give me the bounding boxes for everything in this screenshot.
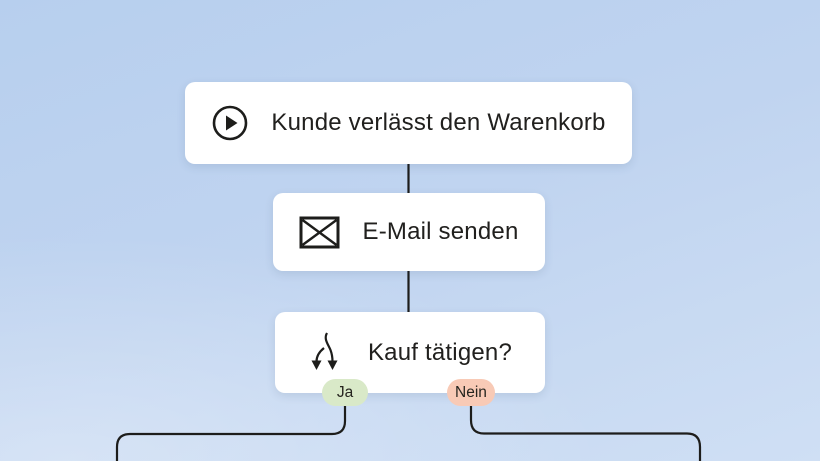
node-label: Kauf tätigen? [367, 338, 513, 366]
play-circle-icon [211, 104, 249, 142]
branch-badge-yes-label: Ja [336, 383, 354, 401]
branch-split-icon [308, 331, 346, 375]
envelope-icon [299, 216, 340, 249]
branch-badge-yes: Ja [322, 379, 368, 406]
node-action-send-email[interactable]: E-Mail senden [273, 193, 545, 271]
node-trigger-cart-abandoned[interactable]: Kunde verlässt den Warenkorb [185, 82, 632, 164]
connector-branch-yes [115, 404, 347, 461]
branch-badge-no-label: Nein [455, 383, 487, 401]
node-label: E-Mail senden [362, 218, 519, 245]
node-decision-purchase[interactable]: Kauf tätigen? [275, 312, 545, 393]
branch-badge-no: Nein [447, 379, 495, 406]
connector-branch-no [469, 404, 702, 461]
node-label: Kunde verlässt den Warenkorb [271, 109, 606, 136]
